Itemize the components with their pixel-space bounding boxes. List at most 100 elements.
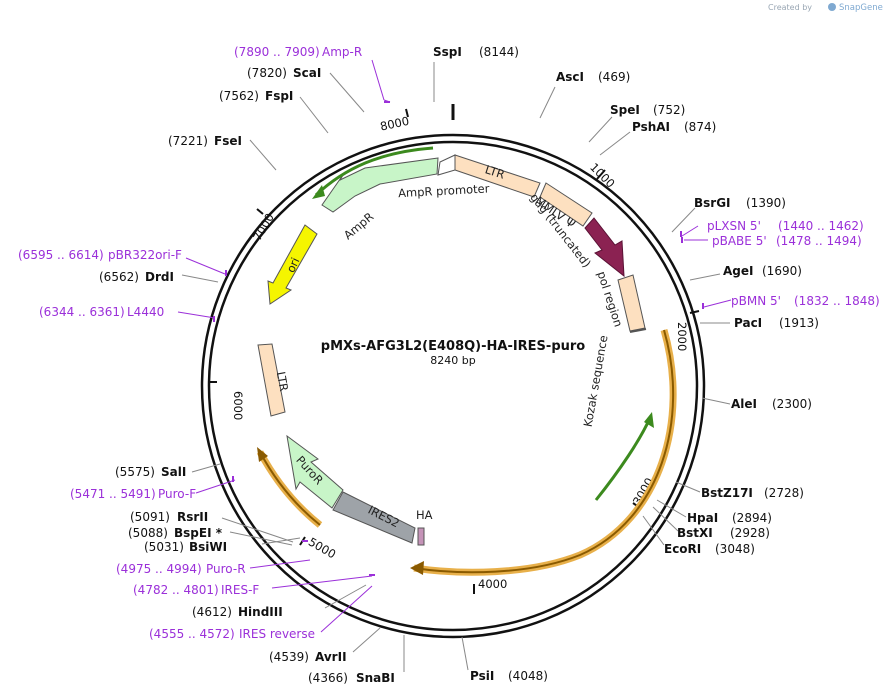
tick-8000-label: 8000	[379, 114, 411, 134]
site-snabi-pos: (4366)	[308, 671, 348, 685]
site-pshai-name: PshAI	[632, 120, 670, 134]
backbone-outer	[200, 133, 706, 639]
site-rsrii-pos: (5091)	[130, 510, 170, 524]
site-sali-name: SalI	[161, 465, 186, 479]
tick-7000-mark	[256, 208, 264, 215]
site-bsiwi-name: BsiWI	[189, 540, 227, 554]
primer-pbr322-range: (6595 .. 6614)	[18, 248, 104, 262]
primer-pbabe-name: pBABE 5'	[712, 234, 767, 248]
ori-label: ori	[283, 255, 302, 274]
site-sali-pos: (5575)	[115, 465, 155, 479]
snapgene-logo-icon	[828, 3, 836, 11]
site-pshai-pos: (874)	[684, 120, 716, 134]
site-psii-name: PsiI	[470, 669, 494, 683]
insert-orf-line	[413, 329, 675, 574]
primer-iresrev-name: IRES reverse	[239, 627, 315, 641]
pol-region-label: pol region	[594, 269, 625, 328]
site-alei-pos: (2300)	[772, 397, 812, 411]
primer-purof-range: (5471 .. 5491)	[70, 487, 156, 501]
site-sspi-pos: (8144)	[479, 45, 519, 59]
primer-leaders	[177, 59, 732, 633]
site-agei-pos: (1690)	[762, 264, 802, 278]
site-hindiii-name: HindIII	[238, 605, 283, 619]
snapgene-brand: SnapGene	[839, 3, 883, 13]
site-bsiwi-pos: (5031)	[144, 540, 184, 554]
site-paci-name: PacI	[734, 316, 762, 330]
site-ecori-pos: (3048)	[715, 542, 755, 556]
site-bsrgi-pos: (1390)	[746, 196, 786, 210]
tick-2000-label: 2000	[675, 322, 689, 351]
site-hindiii-pos: (4612)	[192, 605, 232, 619]
site-fspi-pos: (7562)	[219, 89, 259, 103]
site-fsei-pos: (7221)	[168, 134, 208, 148]
site-bspei-name: BspEI *	[174, 526, 223, 540]
created-by-text: Created by	[768, 3, 812, 12]
ampr-label: AmpR	[341, 209, 376, 242]
primer-pbmn-name: pBMN 5'	[731, 294, 781, 308]
plasmid-size: 8240 bp	[430, 354, 475, 367]
site-sspi-name: SspI	[433, 45, 462, 59]
tick-4000-label: 4000	[478, 577, 507, 591]
site-hpai-name: HpaI	[687, 511, 718, 525]
tick-2000-mark	[689, 310, 700, 314]
site-drdi-pos: (6562)	[99, 270, 139, 284]
primer-plxsn-name: pLXSN 5'	[707, 219, 761, 233]
site-drdi-name: DrdI	[145, 270, 174, 284]
primer-ampr-name: Amp-R	[322, 45, 362, 59]
tick-6000-label: 6000	[231, 391, 245, 420]
site-fspi-name: FspI	[265, 89, 293, 103]
ires2-feature	[332, 491, 416, 544]
primer-purof-name: Puro-F	[158, 487, 196, 501]
insert-orf-arrowhead	[410, 561, 424, 575]
site-ecori-name: EcoRI	[664, 542, 701, 556]
primer-marks	[213, 101, 704, 576]
green-orf-arrowhead	[644, 412, 654, 428]
site-bstz17i-name: BstZ17I	[701, 486, 753, 500]
primer-puror-range: (4975 .. 4994)	[116, 562, 202, 576]
mmlv-psi-feature	[539, 182, 593, 227]
ampr-orf-arrowhead	[312, 185, 325, 199]
plasmid-name: pMXs-AFG3L2(E408Q)-HA-IRES-puro	[321, 339, 586, 354]
site-bstxi-name: BstXI	[677, 526, 713, 540]
puro-orf-arrowhead	[257, 447, 268, 462]
site-bsrgi-name: BsrGI	[694, 196, 731, 210]
primer-ampr-range: (7890 .. 7909)	[234, 45, 320, 59]
ltr-left-label: LTR	[274, 370, 291, 392]
tick-7000-label: 7000	[250, 211, 277, 243]
primer-pbmn-range: (1832 .. 1848)	[794, 294, 880, 308]
primer-pbr322-name: pBR322ori-F	[108, 248, 182, 262]
site-spei-pos: (752)	[653, 103, 685, 117]
primer-iresf-range: (4782 .. 4801)	[133, 583, 219, 597]
site-bspei-pos: (5088)	[128, 526, 168, 540]
site-bstxi-pos: (2928)	[730, 526, 770, 540]
pol-region-feature	[617, 274, 646, 332]
site-fsei-name: FseI	[214, 134, 242, 148]
green-orf-arrow	[594, 417, 652, 501]
site-asci-name: AscI	[556, 70, 584, 84]
kozak-marker	[629, 328, 647, 333]
ampr-feature	[321, 157, 439, 213]
ori-feature	[267, 224, 318, 305]
site-paci-pos: (1913)	[779, 316, 819, 330]
puror-feature	[286, 434, 344, 509]
site-hpai-pos: (2894)	[732, 511, 772, 525]
ha-label: HA	[416, 508, 433, 522]
site-scai-pos: (7820)	[247, 66, 287, 80]
ampr-orf-arrow	[314, 146, 434, 197]
site-spei-name: SpeI	[610, 103, 640, 117]
primer-iresrev-range: (4555 .. 4572)	[149, 627, 235, 641]
site-avrii-pos: (4539)	[269, 650, 309, 664]
site-bstz17i-pos: (2728)	[764, 486, 804, 500]
ampr-promoter-arrow	[437, 154, 456, 176]
puro-orf-line	[259, 451, 321, 526]
ltr-top-label: LTR	[483, 162, 506, 181]
ltr-left-feature	[257, 343, 286, 417]
primer-puror-name: Puro-R	[206, 562, 246, 576]
ha-feature	[417, 527, 425, 546]
site-asci-pos: (469)	[598, 70, 630, 84]
site-alei-name: AleI	[731, 397, 757, 411]
site-agei-name: AgeI	[723, 264, 753, 278]
site-psii-pos: (4048)	[508, 669, 548, 683]
enzyme-leaders	[181, 62, 731, 672]
